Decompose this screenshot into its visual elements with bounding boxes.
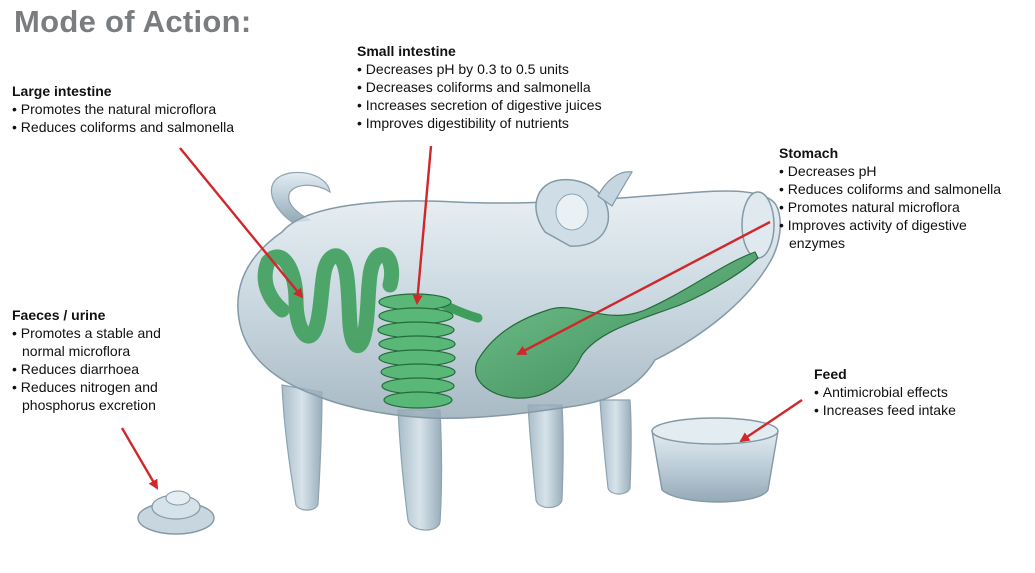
large-intestine-info: Large intestine Promotes the natural mic… [12,82,234,136]
small-intestine-organ [377,293,456,409]
feed-heading: Feed [814,366,847,382]
small-intestine-item: Increases secretion of digestive juices [357,96,602,114]
large-intestine-item: Reduces coliforms and salmonella [12,118,234,136]
small-intestine-heading: Small intestine [357,43,456,59]
stomach-item: Reduces coliforms and salmonella [779,180,1029,198]
small-intestine-item: Improves digestibility of nutrients [357,114,602,132]
feed-item: Antimicrobial effects [814,383,956,401]
large-intestine-organ [257,247,400,354]
faeces-item: Promotes a stable and normal microflora [12,324,187,360]
pig-legs [281,384,632,531]
stomach-item: Improves activity of digestive enzymes [779,216,989,252]
feed-bowl [651,417,779,503]
faeces-item: Reduces diarrhoea [12,360,187,378]
pig-snout [741,191,775,259]
faeces-heading: Faeces / urine [12,307,106,323]
large-intestine-item: Promotes the natural microflora [12,100,234,118]
small-intestine-info: Small intestine Decreases pH by 0.3 to 0… [357,42,602,132]
stomach-item: Promotes natural microflora [779,198,1029,216]
small-intestine-item: Decreases coliforms and salmonella [357,78,602,96]
page-title: Mode of Action: [14,4,252,39]
stomach-heading: Stomach [779,145,839,161]
feed-info: Feed Antimicrobial effects Increases fee… [814,365,956,419]
faeces-info: Faeces / urine Promotes a stable and nor… [12,306,187,414]
stomach-item: Decreases pH [779,162,1029,180]
faeces-item: Reduces nitrogen and phosphorus excretio… [12,378,187,414]
stomach-info: Stomach Decreases pH Reduces coliforms a… [779,144,1029,252]
faeces-pile [137,490,215,535]
stomach-organ [475,251,759,399]
large-intestine-heading: Large intestine [12,83,112,99]
feed-item: Increases feed intake [814,401,956,419]
pig-tail [270,171,331,223]
small-intestine-item: Decreases pH by 0.3 to 0.5 units [357,60,602,78]
annotation-arrows [120,145,803,490]
